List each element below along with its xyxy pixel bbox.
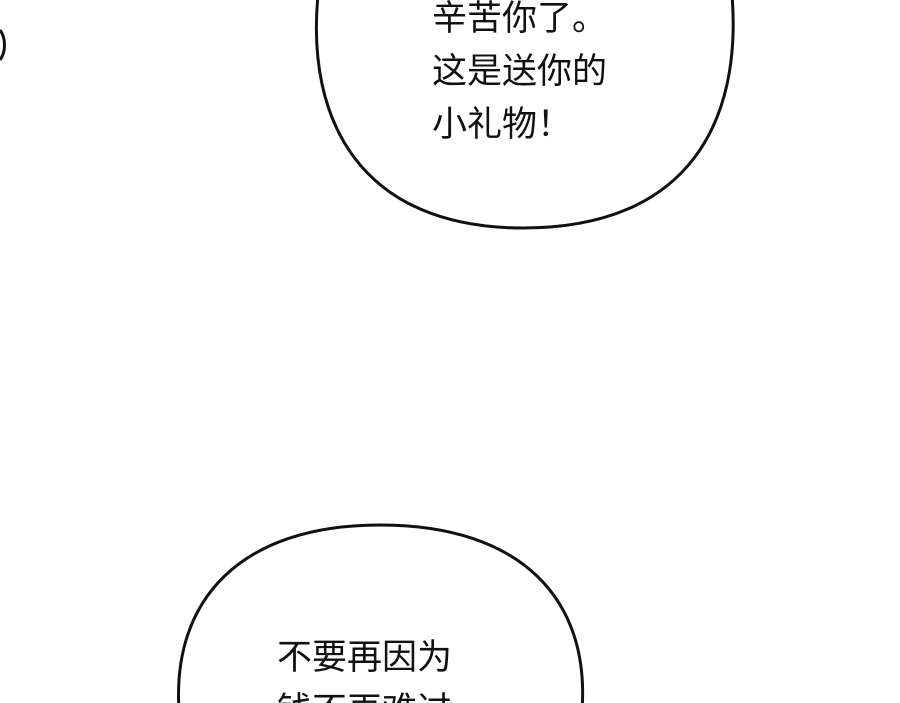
left-bubble-edge <box>0 29 6 61</box>
speech-line: 这是送你的 <box>432 52 608 92</box>
speech-text-bottom: 不要再因为 钱不再难过 <box>277 632 452 703</box>
speech-line: 小礼物！ <box>432 105 573 145</box>
speech-line: 钱不再难过 <box>277 685 452 703</box>
speech-bubble-top <box>314 0 735 230</box>
speech-bubble-bottom <box>177 523 585 703</box>
speech-text-top: 辛苦你了。 这是送你的 小礼物！ <box>432 0 607 152</box>
speech-line: 不要再因为 <box>277 638 453 678</box>
speech-line: 辛苦你了。 <box>432 0 608 39</box>
